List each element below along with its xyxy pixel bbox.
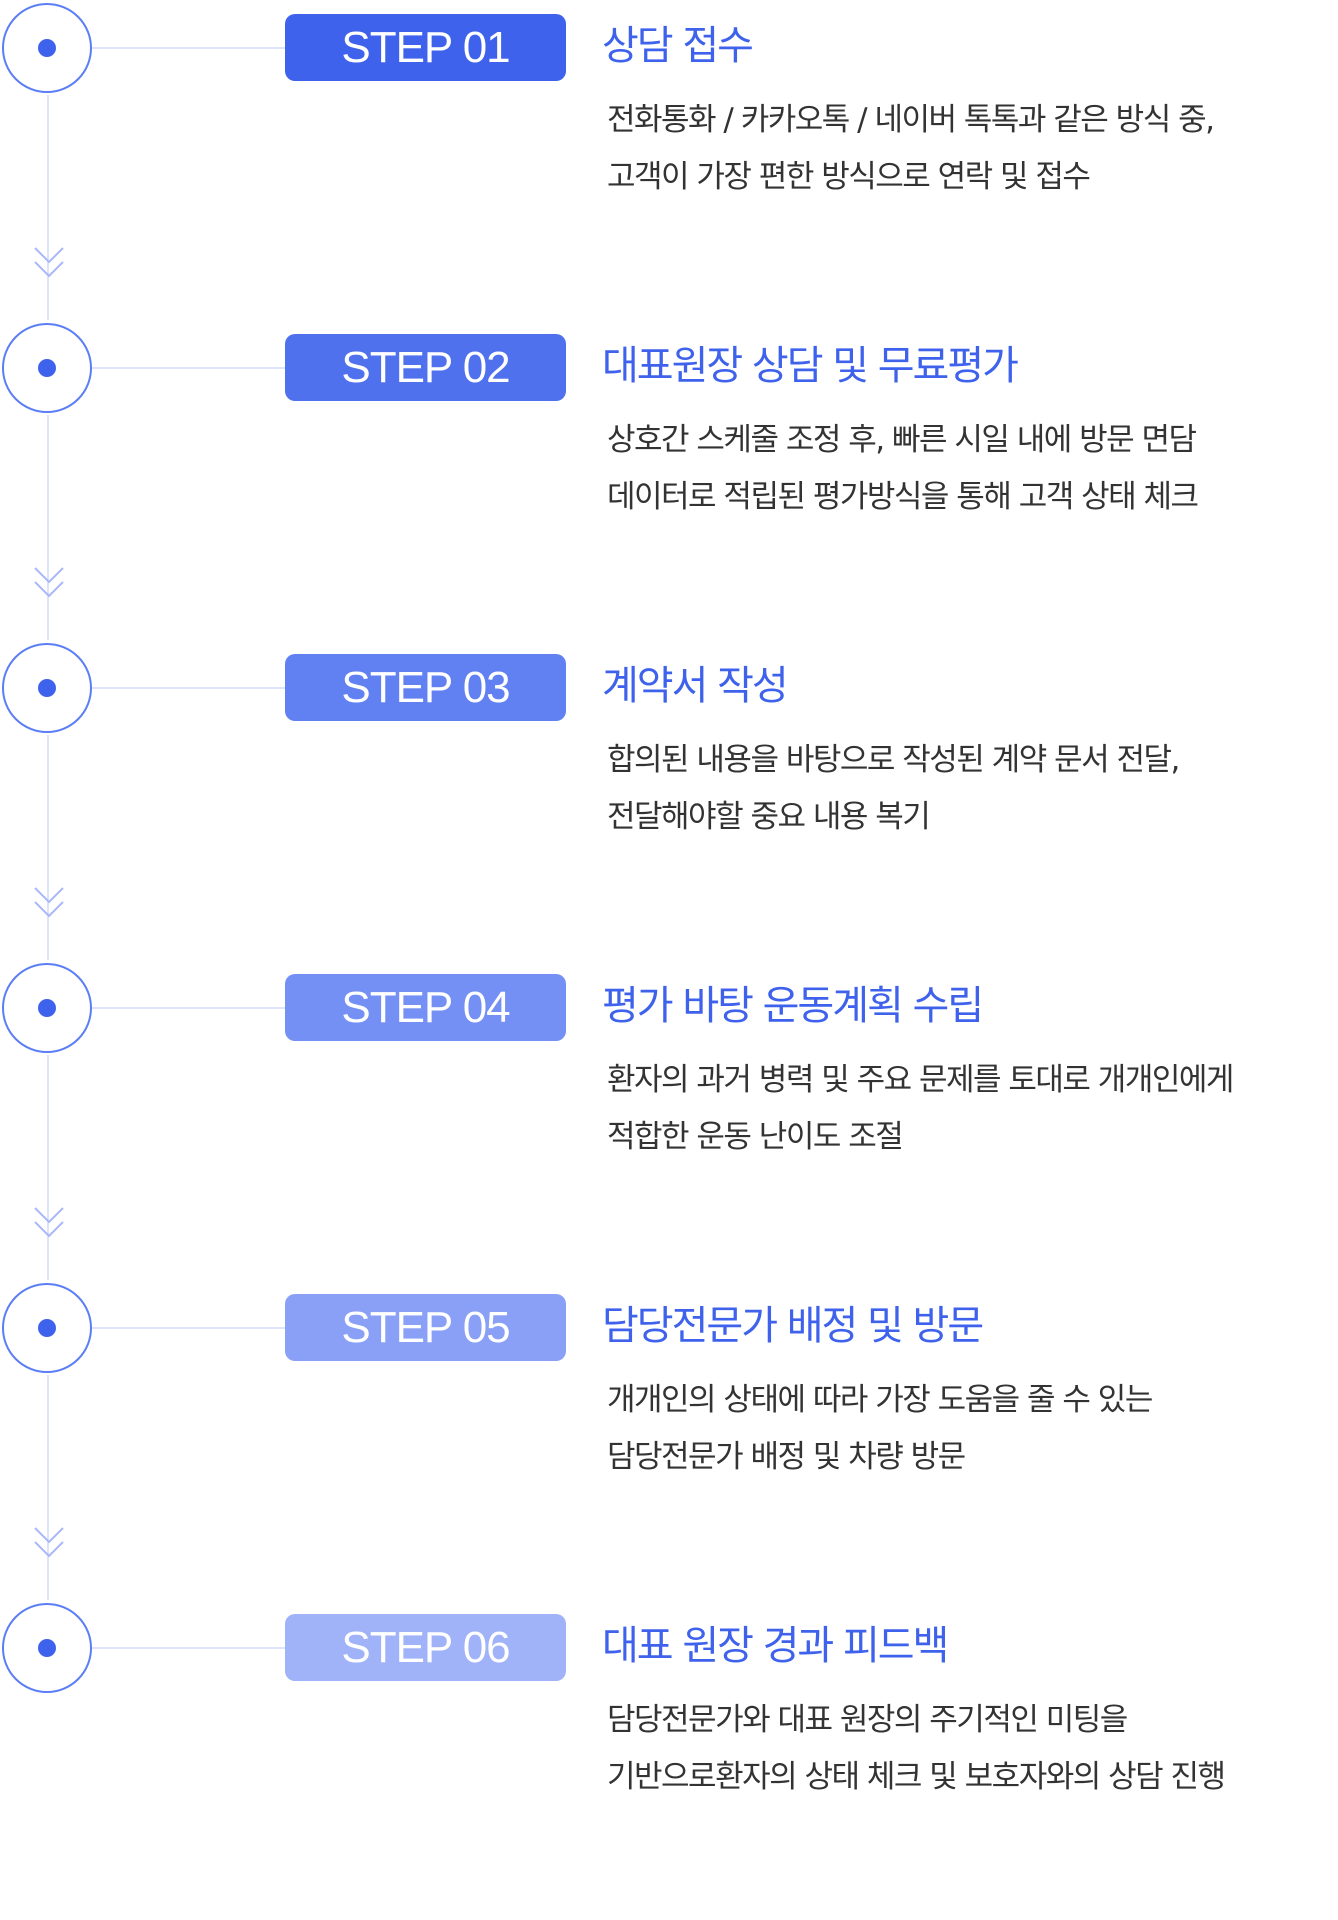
step-title: 대표 원장 경과 피드백: [602, 1623, 949, 1669]
step-item-06: STEP 06 대표 원장 경과 피드백 담당전문가와 대표 원장의 주기적인 …: [0, 1600, 1338, 1920]
step-title: 상담 접수: [602, 23, 754, 69]
step-title: 계약서 작성: [602, 663, 789, 709]
step-node-icon: [2, 3, 92, 93]
chevron-down-icon: [34, 1527, 64, 1558]
step-node-icon: [2, 1603, 92, 1693]
step-description-line: 기반으로환자의 상태 체크 및 보호자와의 상담 진행: [607, 1759, 1226, 1795]
timeline-connector: [47, 735, 49, 960]
process-timeline: STEP 01 상담 접수 전화통화 / 카카오톡 / 네이버 톡톡과 같은 방…: [0, 0, 1338, 1795]
step-badge: STEP 02: [285, 334, 566, 401]
step-description-line: 개개인의 상태에 따라 가장 도움을 줄 수 있는: [607, 1382, 1153, 1418]
step-badge: STEP 04: [285, 974, 566, 1041]
step-item-05: STEP 05 담당전문가 배정 및 방문 개개인의 상태에 따라 가장 도움을…: [0, 1280, 1338, 1600]
step-description-line: 환자의 과거 병력 및 주요 문제를 토대로 개개인에게: [607, 1062, 1234, 1098]
step-description-line: 담당전문가와 대표 원장의 주기적인 미팅을: [607, 1702, 1128, 1738]
step-connector-line: [92, 1327, 285, 1329]
node-dot-icon: [38, 359, 56, 377]
step-badge: STEP 06: [285, 1614, 566, 1681]
node-dot-icon: [38, 39, 56, 57]
step-badge: STEP 05: [285, 1294, 566, 1361]
step-item-04: STEP 04 평가 바탕 운동계획 수립 환자의 과거 병력 및 주요 문제를…: [0, 960, 1338, 1280]
step-connector-line: [92, 687, 285, 689]
step-node-icon: [2, 643, 92, 733]
chevron-down-icon: [34, 1207, 64, 1238]
chevron-down-icon: [34, 567, 64, 598]
chevron-down-icon: [34, 247, 64, 278]
step-title: 대표원장 상담 및 무료평가: [602, 343, 1019, 389]
step-item-03: STEP 03 계약서 작성 합의된 내용을 바탕으로 작성된 계약 문서 전달…: [0, 640, 1338, 960]
timeline-connector: [47, 1375, 49, 1600]
step-item-01: STEP 01 상담 접수 전화통화 / 카카오톡 / 네이버 톡톡과 같은 방…: [0, 0, 1338, 320]
node-dot-icon: [38, 1639, 56, 1657]
step-description-line: 전달해야할 중요 내용 복기: [607, 799, 931, 835]
timeline-connector: [47, 1055, 49, 1280]
step-connector-line: [92, 1647, 285, 1649]
node-dot-icon: [38, 1319, 56, 1337]
step-description-line: 고객이 가장 편한 방식으로 연락 및 접수: [607, 159, 1091, 195]
step-connector-line: [92, 1007, 285, 1009]
step-connector-line: [92, 47, 285, 49]
step-description-line: 상호간 스케줄 조정 후, 빠른 시일 내에 방문 면담: [607, 422, 1197, 458]
step-description-line: 전화통화 / 카카오톡 / 네이버 톡톡과 같은 방식 중,: [607, 102, 1215, 138]
step-title: 평가 바탕 운동계획 수립: [602, 983, 984, 1029]
timeline-connector: [47, 95, 49, 320]
node-dot-icon: [38, 679, 56, 697]
step-badge: STEP 03: [285, 654, 566, 721]
step-item-02: STEP 02 대표원장 상담 및 무료평가 상호간 스케줄 조정 후, 빠른 …: [0, 320, 1338, 640]
timeline-connector: [47, 415, 49, 640]
step-node-icon: [2, 1283, 92, 1373]
step-description-line: 데이터로 적립된 평가방식을 통해 고객 상태 체크: [607, 479, 1199, 515]
step-node-icon: [2, 963, 92, 1053]
step-description-line: 적합한 운동 난이도 조절: [607, 1119, 904, 1155]
step-connector-line: [92, 367, 285, 369]
step-description-line: 합의된 내용을 바탕으로 작성된 계약 문서 전달,: [607, 742, 1180, 778]
step-node-icon: [2, 323, 92, 413]
step-description-line: 담당전문가 배정 및 차량 방문: [607, 1439, 966, 1475]
step-title: 담당전문가 배정 및 방문: [602, 1303, 984, 1349]
node-dot-icon: [38, 999, 56, 1017]
chevron-down-icon: [34, 887, 64, 918]
step-badge: STEP 01: [285, 14, 566, 81]
